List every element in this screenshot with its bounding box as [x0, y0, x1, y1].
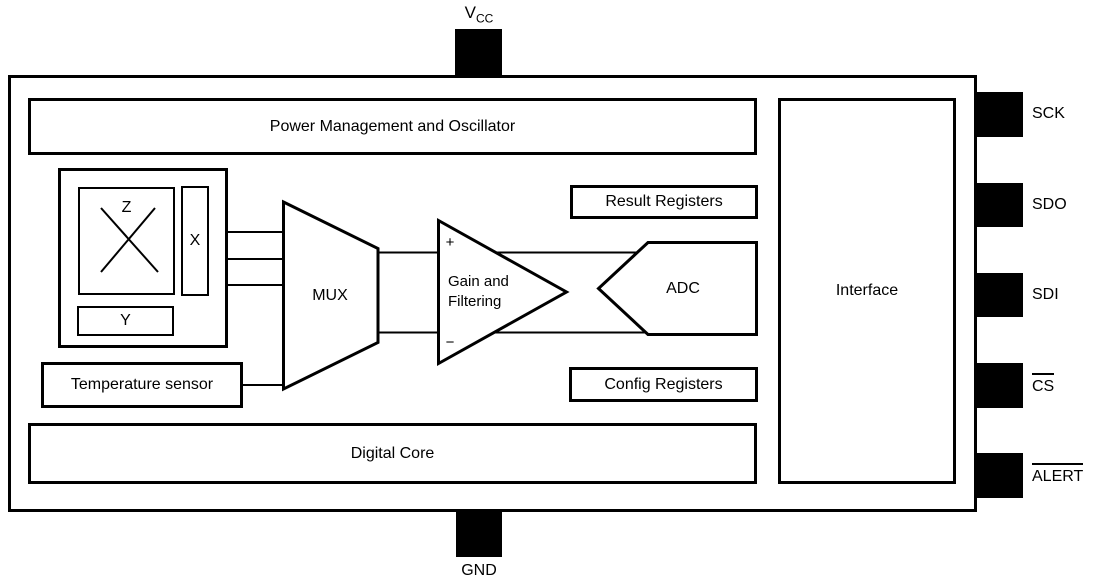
config-registers-block: Config Registers — [569, 367, 758, 402]
sensor-z-box — [78, 187, 175, 295]
adc-shape — [596, 241, 758, 336]
sensor-x-box: X — [181, 186, 209, 296]
vcc-label-sub: CC — [476, 11, 494, 26]
sdi-pin — [977, 273, 1023, 317]
vcc-pin — [455, 29, 502, 76]
mux-shape — [282, 199, 380, 392]
power-management-block: Power Management and Oscillator — [28, 98, 757, 155]
sensor-z-label: Z — [121, 199, 132, 216]
sck-label-text: SCK — [1032, 105, 1065, 122]
sensor-cross-icon — [100, 207, 156, 273]
sensor-cross-icon — [100, 207, 159, 273]
vcc-label-base: V — [464, 3, 476, 22]
amplifier-label: Gain and Filtering — [448, 272, 509, 312]
amplifier-label-line1: Gain and — [448, 273, 509, 290]
alert-label-text: ALERT — [1032, 463, 1084, 488]
alert-pin-label: ALERT — [1032, 463, 1084, 488]
sdo-pin-label: SDO — [1032, 194, 1067, 216]
temperature-sensor-block: Temperature sensor — [41, 362, 243, 408]
sensor-y-box: Y — [77, 306, 174, 336]
sck-pin-label: SCK — [1032, 103, 1065, 125]
sdi-pin-label: SDI — [1032, 284, 1059, 306]
motion-sensor-block — [58, 168, 228, 348]
amplifier-shape — [437, 217, 570, 367]
cs-label-text: CS — [1032, 373, 1055, 398]
adc-label: ADC — [666, 280, 700, 297]
vcc-pin-label: VCC — [448, 1, 510, 25]
amplifier-plus-sign: + — [445, 234, 455, 251]
gnd-pin — [456, 512, 502, 557]
sck-pin — [977, 92, 1023, 137]
interface-block: Interface — [778, 98, 956, 484]
amplifier-minus-sign: − — [445, 334, 455, 351]
mux-label: MUX — [312, 287, 348, 304]
sdi-label-text: SDI — [1032, 286, 1059, 303]
digital-core-block: Digital Core — [28, 423, 757, 484]
gnd-pin-label: GND — [461, 562, 497, 579]
sdo-pin — [977, 183, 1023, 227]
alert-pin — [977, 453, 1023, 498]
sdo-label-text: SDO — [1032, 196, 1067, 213]
amplifier-label-line2: Filtering — [448, 293, 502, 310]
cs-pin-label: CS — [1032, 373, 1055, 398]
result-registers-block: Result Registers — [570, 185, 758, 219]
cs-pin — [977, 363, 1023, 408]
